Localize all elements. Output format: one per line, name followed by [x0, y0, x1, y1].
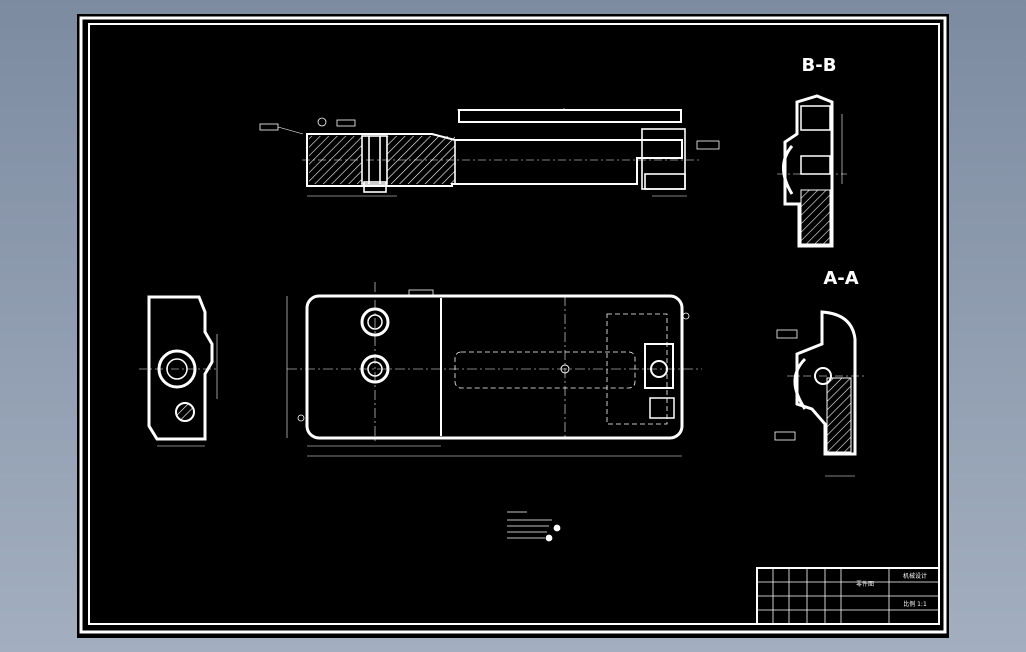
technical-notes: [507, 511, 561, 542]
section-b-label: B-B: [802, 55, 837, 76]
cad-drawing-svg: B-B A-A: [79, 16, 947, 634]
title-block-sheet-info: 比例 1:1: [903, 600, 927, 608]
inner-border: [88, 23, 940, 625]
section-b-view: B-B: [777, 55, 847, 248]
section-a-view: A-A: [774, 268, 867, 477]
section-a-label: A-A: [823, 268, 858, 289]
title-block-drawing-name: 零件图: [856, 580, 874, 588]
drawing-sheet: B-B A-A: [77, 14, 949, 638]
outer-border: [79, 16, 947, 634]
front-section-view: [259, 108, 720, 197]
title-block-company: 机械设计: [903, 572, 927, 580]
title-block: 零件图 机械设计 比例 1:1: [756, 567, 940, 625]
left-side-view: [139, 295, 218, 447]
top-plan-view: [286, 282, 702, 457]
